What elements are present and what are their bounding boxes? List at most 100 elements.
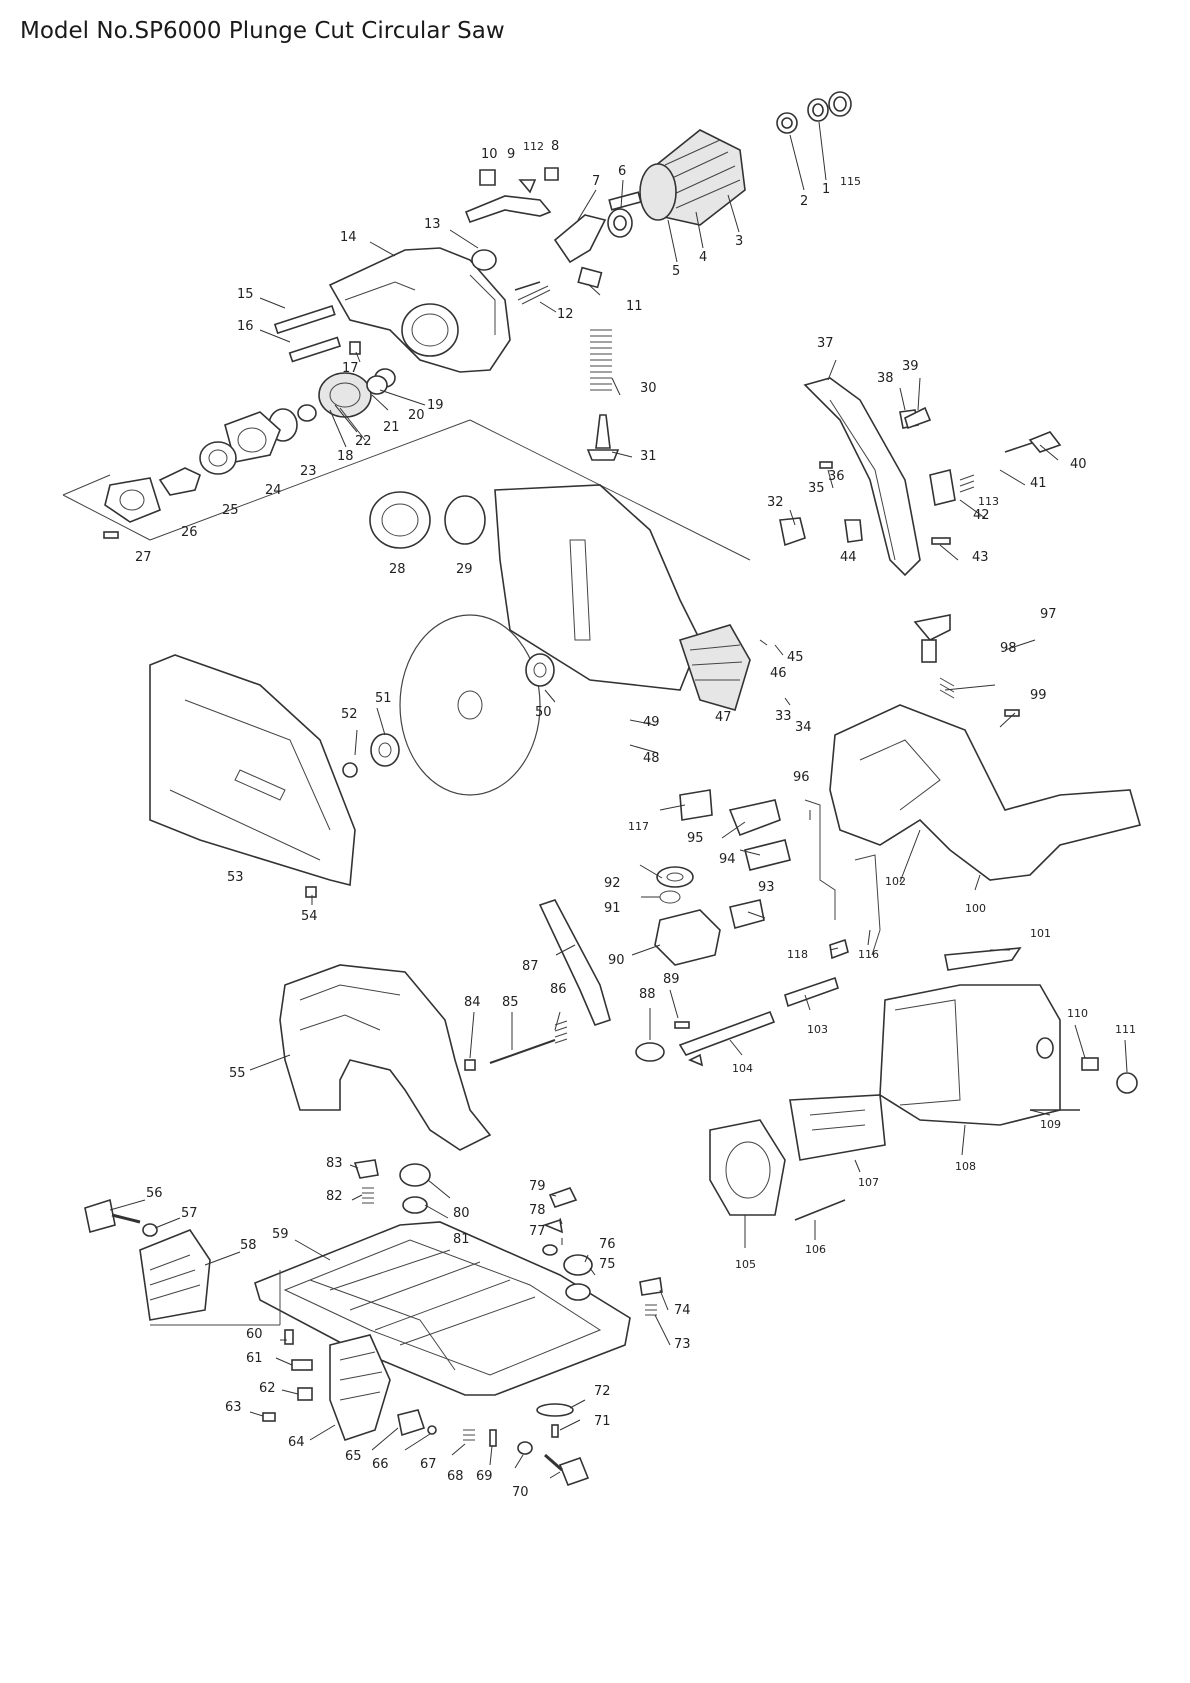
handle-and-grip — [829, 614, 1141, 881]
part-label-59: 59 — [272, 1227, 289, 1242]
part-label-98: 98 — [1000, 641, 1017, 656]
part-label-99: 99 — [1030, 688, 1047, 703]
base-plate — [139, 1221, 631, 1442]
part-label-6: 6 — [618, 164, 626, 179]
motor-housing — [635, 947, 1138, 1221]
part-label-90: 90 — [608, 953, 625, 968]
part-label-85: 85 — [502, 995, 519, 1010]
part-label-37: 37 — [817, 336, 834, 351]
part-label-76: 76 — [599, 1237, 616, 1252]
part-label-40: 40 — [1070, 457, 1087, 472]
part-label-82: 82 — [326, 1189, 343, 1204]
part-label-8: 8 — [551, 139, 559, 154]
part-label-28: 28 — [389, 562, 406, 577]
part-label-62: 62 — [259, 1381, 276, 1396]
part-label-9: 9 — [507, 147, 515, 162]
page-title: Model No.SP6000 Plunge Cut Circular Saw — [20, 18, 505, 44]
part-label-116: 116 — [858, 948, 879, 961]
part-label-48: 48 — [643, 751, 660, 766]
part-label-39: 39 — [902, 359, 919, 374]
part-label-109: 109 — [1040, 1118, 1061, 1131]
part-label-46: 46 — [770, 666, 787, 681]
part-label-54: 54 — [301, 909, 318, 924]
part-label-70: 70 — [512, 1485, 529, 1500]
part-label-14: 14 — [340, 230, 357, 245]
part-label-60: 60 — [246, 1327, 263, 1342]
part-label-88: 88 — [639, 987, 656, 1002]
saw-blade — [399, 614, 555, 796]
part-label-53: 53 — [227, 870, 244, 885]
part-label-69: 69 — [476, 1469, 493, 1484]
part-label-93: 93 — [758, 880, 775, 895]
part-label-71: 71 — [594, 1414, 611, 1429]
part-label-26: 26 — [181, 525, 198, 540]
part-label-4: 4 — [699, 250, 707, 265]
part-label-32: 32 — [767, 495, 784, 510]
part-label-110: 110 — [1067, 1007, 1088, 1020]
spindle-parts — [62, 304, 751, 561]
part-label-63: 63 — [225, 1400, 242, 1415]
base-hardware — [84, 1159, 663, 1487]
part-label-105: 105 — [735, 1258, 756, 1271]
part-label-33: 33 — [775, 709, 792, 724]
armature-group — [607, 91, 852, 238]
part-label-97: 97 — [1040, 607, 1057, 622]
part-label-50: 50 — [535, 705, 552, 720]
part-label-94: 94 — [719, 852, 736, 867]
part-label-36: 36 — [828, 469, 845, 484]
part-label-45: 45 — [787, 650, 804, 665]
part-label-80: 80 — [453, 1206, 470, 1221]
part-label-2: 2 — [800, 194, 808, 209]
part-label-20: 20 — [408, 408, 425, 423]
part-label-81: 81 — [453, 1232, 470, 1247]
part-label-87: 87 — [522, 959, 539, 974]
part-label-78: 78 — [529, 1203, 546, 1218]
part-label-35: 35 — [808, 481, 825, 496]
gear-housing — [328, 247, 511, 373]
part-label-18: 18 — [337, 449, 354, 464]
part-label-42: 42 — [973, 508, 990, 523]
part-label-47: 47 — [715, 710, 732, 725]
part-label-101: 101 — [1030, 927, 1051, 940]
part-label-64: 64 — [288, 1435, 305, 1450]
part-label-100: 100 — [965, 902, 986, 915]
part-label-84: 84 — [464, 995, 481, 1010]
blade-cover — [149, 654, 400, 898]
part-label-16: 16 — [237, 319, 254, 334]
part-label-17: 17 — [342, 361, 359, 376]
part-label-83: 83 — [326, 1156, 343, 1171]
part-label-52: 52 — [341, 707, 358, 722]
part-label-55: 55 — [229, 1066, 246, 1081]
part-label-102: 102 — [885, 875, 906, 888]
part-label-66: 66 — [372, 1457, 389, 1472]
part-label-108: 108 — [955, 1160, 976, 1173]
part-label-74: 74 — [674, 1303, 691, 1318]
part-label-30: 30 — [640, 381, 657, 396]
part-label-112: 112 — [523, 140, 544, 153]
part-label-43: 43 — [972, 550, 989, 565]
part-label-12: 12 — [557, 307, 574, 322]
part-label-65: 65 — [345, 1449, 362, 1464]
part-label-96: 96 — [793, 770, 810, 785]
part-label-58: 58 — [240, 1238, 257, 1253]
part-label-107: 107 — [858, 1176, 879, 1189]
depth-spring — [586, 329, 620, 461]
part-label-15: 15 — [237, 287, 254, 302]
part-label-92: 92 — [604, 876, 621, 891]
part-label-29: 29 — [456, 562, 473, 577]
part-label-38: 38 — [877, 371, 894, 386]
part-label-56: 56 — [146, 1186, 163, 1201]
leader-lines — [109, 121, 1128, 1479]
switch-parts — [654, 789, 881, 966]
part-label-3: 3 — [735, 234, 743, 249]
part-label-113: 113 — [978, 495, 999, 508]
part-label-41: 41 — [1030, 476, 1047, 491]
part-label-104: 104 — [732, 1062, 753, 1075]
part-label-111: 111 — [1115, 1023, 1136, 1036]
part-label-73: 73 — [674, 1337, 691, 1352]
part-label-1: 1 — [822, 182, 830, 197]
part-label-51: 51 — [375, 691, 392, 706]
part-label-27: 27 — [135, 550, 152, 565]
part-label-115: 115 — [840, 175, 861, 188]
